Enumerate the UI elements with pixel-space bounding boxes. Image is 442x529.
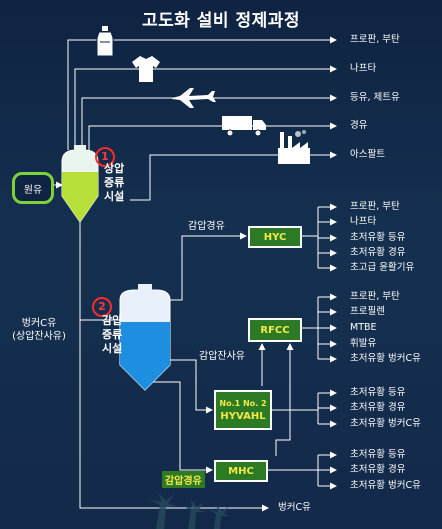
output-diesel: 경유	[350, 120, 368, 131]
tower2-number: 2	[92, 297, 112, 317]
crude-oil-feed: 원유	[12, 172, 54, 204]
output-kerosene-jet: 등유, 제트유	[350, 92, 400, 103]
hyc-unit: HYC	[248, 226, 302, 248]
hyvahl-output: 초저유황 등유	[350, 387, 406, 398]
truck-icon	[222, 116, 266, 137]
rfcc-output: 프로판, 부탄	[350, 291, 400, 302]
factory-icon	[278, 130, 310, 164]
rfcc-output: 프로필렌	[350, 306, 385, 317]
output-asphalt: 아스팔트	[350, 149, 385, 160]
tower2-label: 감압 증류 시설	[102, 314, 123, 355]
bottle-icon	[96, 26, 114, 57]
hyc-output: 초고급 윤활기유	[350, 262, 415, 273]
hyvahl-line1: No.1 No. 2	[219, 399, 267, 408]
mhc-unit: MHC	[214, 460, 268, 482]
vacuum-gas-oil-label: 감압경유	[188, 221, 225, 232]
vacuum-tower	[119, 284, 171, 391]
tshirt-icon	[132, 56, 160, 82]
palm-silhouette	[150, 492, 230, 529]
tower1-label: 상압 증류 시설	[104, 162, 125, 203]
hyvahl-output: 초저유황 벙커C유	[350, 418, 421, 429]
mhc-output: 초저유황 등유	[350, 449, 406, 460]
rfcc-output: 초저유황 벙커C유	[350, 353, 421, 364]
hyvahl-unit: No.1 No. 2 HYVAHL	[214, 390, 272, 430]
bunker-c-feed-label: 벙커C유 (상압잔사유)	[12, 318, 66, 342]
hyc-output: 초저유황 등유	[350, 232, 406, 243]
hyvahl-line2: HYVAHL	[220, 411, 266, 422]
rfcc-output: 휘발유	[350, 338, 377, 349]
output-bunker-c: 벙커C유	[278, 502, 311, 513]
vacuum-residue-label: 감압잔사유	[199, 351, 245, 362]
rfcc-output: MTBE	[350, 322, 377, 333]
output-naphtha: 나프타	[350, 63, 377, 74]
mhc-output: 초저유황 경유	[350, 464, 406, 475]
mhc-input-label: 감압경유	[162, 471, 205, 488]
page-title: 고도화 설비 정제과정	[141, 11, 301, 31]
hyc-output: 초저유황 경유	[350, 247, 406, 258]
airplane-icon	[172, 88, 216, 108]
rfcc-unit: RFCC	[248, 318, 302, 342]
mhc-output: 초저유황 벙커C유	[350, 480, 421, 491]
atmospheric-tower	[61, 145, 99, 223]
tower1-number: 1	[95, 147, 115, 167]
output-propane-butane: 프로판, 부탄	[350, 34, 400, 45]
hyc-output: 프로판, 부탄	[350, 201, 400, 212]
hyvahl-output: 초저유황 경유	[350, 402, 406, 413]
hyc-output: 나프타	[350, 216, 377, 227]
